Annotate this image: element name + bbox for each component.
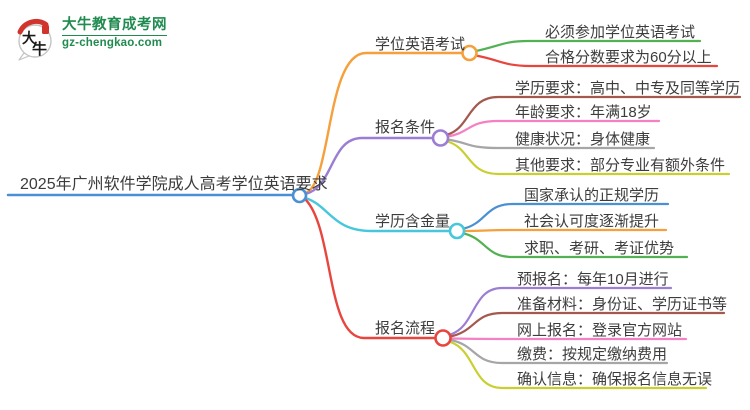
subtopic-confirm-info[interactable]: 确认信息：确保报名信息无误 — [517, 371, 713, 388]
subtopic-must-take-exam[interactable]: 必须参加学位英语考试 — [545, 24, 696, 41]
site-logo: 大 牛 大牛教育成考网 gz-chengkao.com — [14, 17, 167, 61]
root-topic[interactable]: 2025年广州软件学院成人高考学位英语要求 — [20, 176, 328, 193]
subtopic-payment[interactable]: 缴费：按规定缴纳费用 — [517, 346, 668, 363]
connector-pass-score — [474, 54, 719, 68]
subtopic-pre-registration[interactable]: 预报名：每年10月进行 — [517, 271, 669, 288]
connector-state-recognized — [462, 202, 670, 230]
connector-branch-degree-value — [304, 196, 452, 233]
connector-education-requirement — [446, 95, 742, 136]
topic-degree-english-exam[interactable]: 学位英语考试 — [375, 36, 466, 53]
connector-branch-registration-process — [304, 198, 437, 340]
connector-pre-registration — [449, 286, 673, 336]
topic-registration-process[interactable]: 报名流程 — [375, 320, 436, 337]
subtopic-other-requirement[interactable]: 其他要求：部分专业有额外条件 — [515, 157, 726, 174]
topic-registration-conditions[interactable]: 报名条件 — [375, 119, 436, 136]
connector-career-advantage — [462, 232, 689, 259]
node-registration-conditions-handle[interactable] — [431, 129, 450, 147]
subtopic-state-recognized[interactable]: 国家承认的正规学历 — [524, 187, 660, 204]
connector-payment — [449, 338, 669, 365]
connector-other-requirement — [446, 140, 731, 176]
connector-health-requirement — [446, 138, 656, 150]
connector-must-take-exam — [474, 39, 702, 53]
topic-degree-value[interactable]: 学历含金量 — [375, 213, 451, 230]
connector-online-registration — [449, 337, 688, 341]
subtopic-online-registration[interactable]: 网上报名：登录官方网站 — [517, 322, 683, 339]
connector-social-recognition — [462, 228, 668, 233]
connector-materials — [449, 311, 726, 338]
node-degree-value-handle[interactable] — [448, 222, 466, 240]
subtopic-pass-score[interactable]: 合格分数要求为60分以上 — [545, 49, 712, 66]
node-degree-english-exam-handle[interactable] — [461, 44, 478, 62]
subtopic-social-recognition[interactable]: 社会认可度逐渐提升 — [524, 213, 660, 230]
subtopic-age-requirement[interactable]: 年龄要求：年满18岁 — [515, 104, 652, 121]
connector-branch-degree-english-exam — [304, 51, 464, 195]
node-registration-process-handle[interactable] — [434, 329, 452, 347]
svg-text:大: 大 — [22, 30, 36, 46]
daniu-logo-icon: 大 牛 — [17, 18, 52, 61]
node-root-handle[interactable] — [291, 187, 308, 204]
connector-confirm-info — [449, 340, 708, 390]
logo-title: 大牛教育成考网 — [62, 17, 167, 33]
svg-text:牛: 牛 — [32, 40, 47, 58]
subtopic-education-requirement[interactable]: 学历要求：高中、中专及同等学历 — [515, 80, 741, 97]
logo-divider — [62, 35, 167, 36]
subtopic-materials[interactable]: 准备材料：身份证、学历证书等 — [517, 296, 728, 313]
subtopic-health-requirement[interactable]: 健康状况：身体健康 — [515, 131, 651, 148]
logo-text-block: 大牛教育成考网 gz-chengkao.com — [62, 17, 167, 50]
logo-domain: gz-chengkao.com — [62, 37, 163, 49]
subtopic-career-advantage[interactable]: 求职、考研、考证优势 — [524, 240, 675, 257]
connector-branch-registration-conditions — [304, 136, 435, 196]
connector-age-requirement — [446, 119, 661, 138]
